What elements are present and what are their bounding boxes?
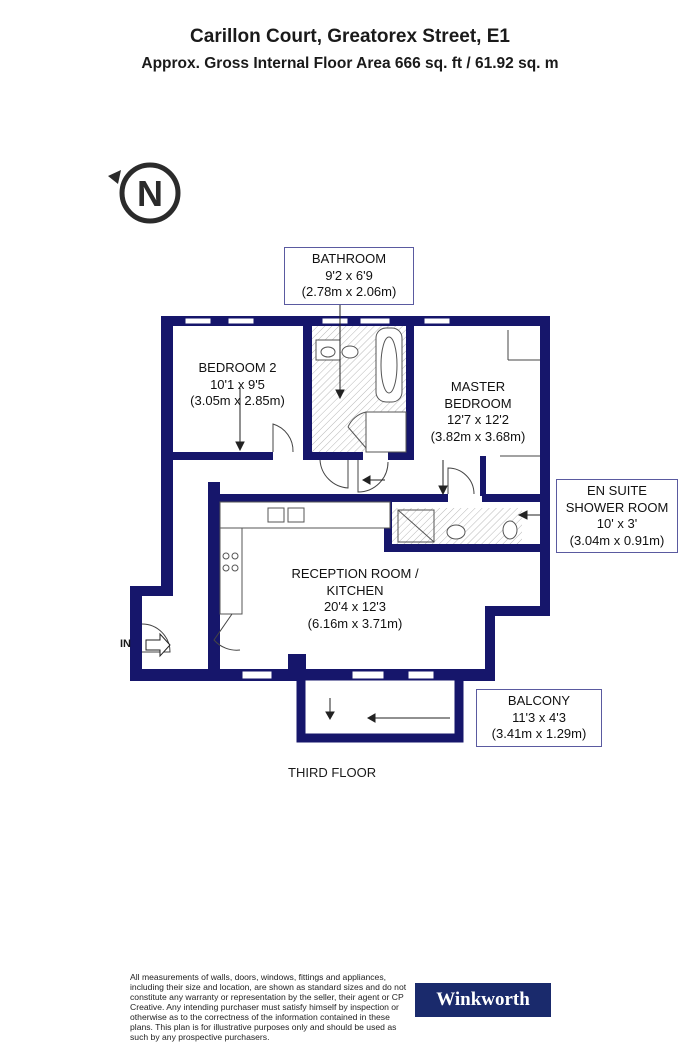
- north-letter: N: [137, 173, 163, 214]
- kitchen-units: [219, 501, 391, 615]
- ensuite-label: EN SUITE SHOWER ROOM 10' x 3' (3.04m x 0…: [556, 479, 678, 553]
- plan-title: Carillon Court, Greatorex Street, E1: [190, 26, 510, 47]
- floor-label: THIRD FLOOR: [288, 765, 377, 780]
- bedroom2-label: BEDROOM 2 10'1 x 9'5 (3.05m x 2.85m): [190, 360, 285, 408]
- windows: [184, 317, 451, 680]
- entrance-label: IN: [120, 638, 131, 650]
- master-bedroom-label: MASTER BEDROOM 12'7 x 12'2 (3.82m x 3.68…: [430, 379, 526, 444]
- bathroom-fixtures: [315, 327, 407, 453]
- compass-icon: N: [108, 162, 181, 224]
- doors: [141, 330, 540, 653]
- balcony-label: BALCONY 11'3 x 4'3 (3.41m x 1.29m): [476, 689, 602, 747]
- ensuite-fixtures: [397, 509, 518, 543]
- walls: [130, 316, 550, 681]
- balcony: [296, 679, 464, 743]
- arrows: [145, 300, 540, 723]
- floor-area-subtitle: Approx. Gross Internal Floor Area 666 sq…: [141, 55, 559, 72]
- winkworth-logo: Winkworth: [415, 983, 551, 1017]
- disclaimer-text: All measurements of walls, doors, window…: [130, 972, 407, 1042]
- reception-kitchen-label: RECEPTION ROOM / KITCHEN 20'4 x 12'3 (6.…: [291, 566, 419, 631]
- bathroom-label: BATHROOM 9'2 x 6'9 (2.78m x 2.06m): [284, 247, 414, 305]
